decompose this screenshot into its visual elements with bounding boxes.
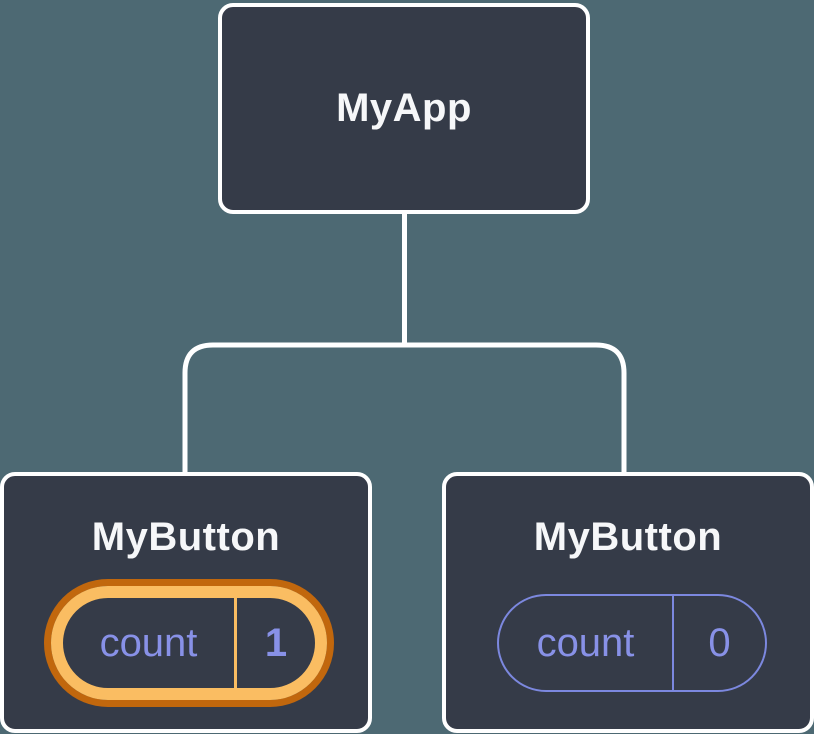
pill-divider: [672, 596, 674, 690]
node-mybutton-1-label: MyButton: [91, 515, 281, 559]
state-value: 0: [708, 620, 731, 665]
pill-divider: [234, 598, 237, 688]
state-pill-highlighted: count 1: [51, 586, 327, 700]
state-value: 1: [264, 620, 288, 665]
state-key: count: [536, 620, 635, 665]
state-pill: count 0: [497, 594, 767, 692]
node-mybutton-plain: MyButton count 0: [442, 472, 814, 733]
node-myapp-label: MyApp: [336, 86, 472, 130]
node-mybutton-2-label: MyButton: [533, 515, 723, 559]
state-key: count: [99, 620, 198, 665]
node-myapp: MyApp: [218, 3, 590, 214]
children-bracket-line: [182, 342, 627, 476]
node-mybutton-highlighted: MyButton count 1: [0, 472, 372, 733]
